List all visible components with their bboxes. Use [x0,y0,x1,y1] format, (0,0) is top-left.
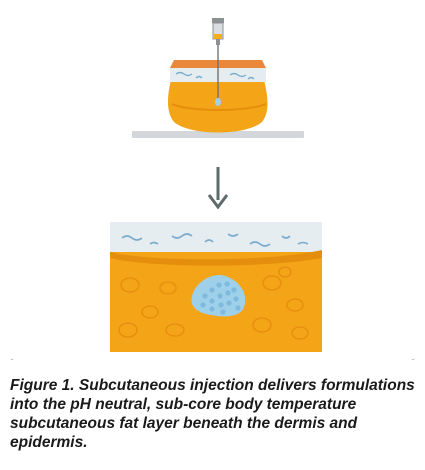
injection-droplet [215,98,221,106]
syringe-icon [212,18,224,98]
fat-layer-rounded [167,80,268,133]
down-arrow-icon [207,167,229,210]
depot-beads [200,281,241,315]
injection-diagram [10,18,415,360]
lab-surface [132,131,304,138]
closeup-skin-band [110,222,322,252]
collagen-fibers [121,233,309,247]
tissue-sample-illustration [132,18,304,138]
tissue-closeup-illustration [110,222,322,352]
fat-cells [118,266,309,340]
figure-caption: Figure 1. Subcutaneous injection deliver… [10,377,415,451]
